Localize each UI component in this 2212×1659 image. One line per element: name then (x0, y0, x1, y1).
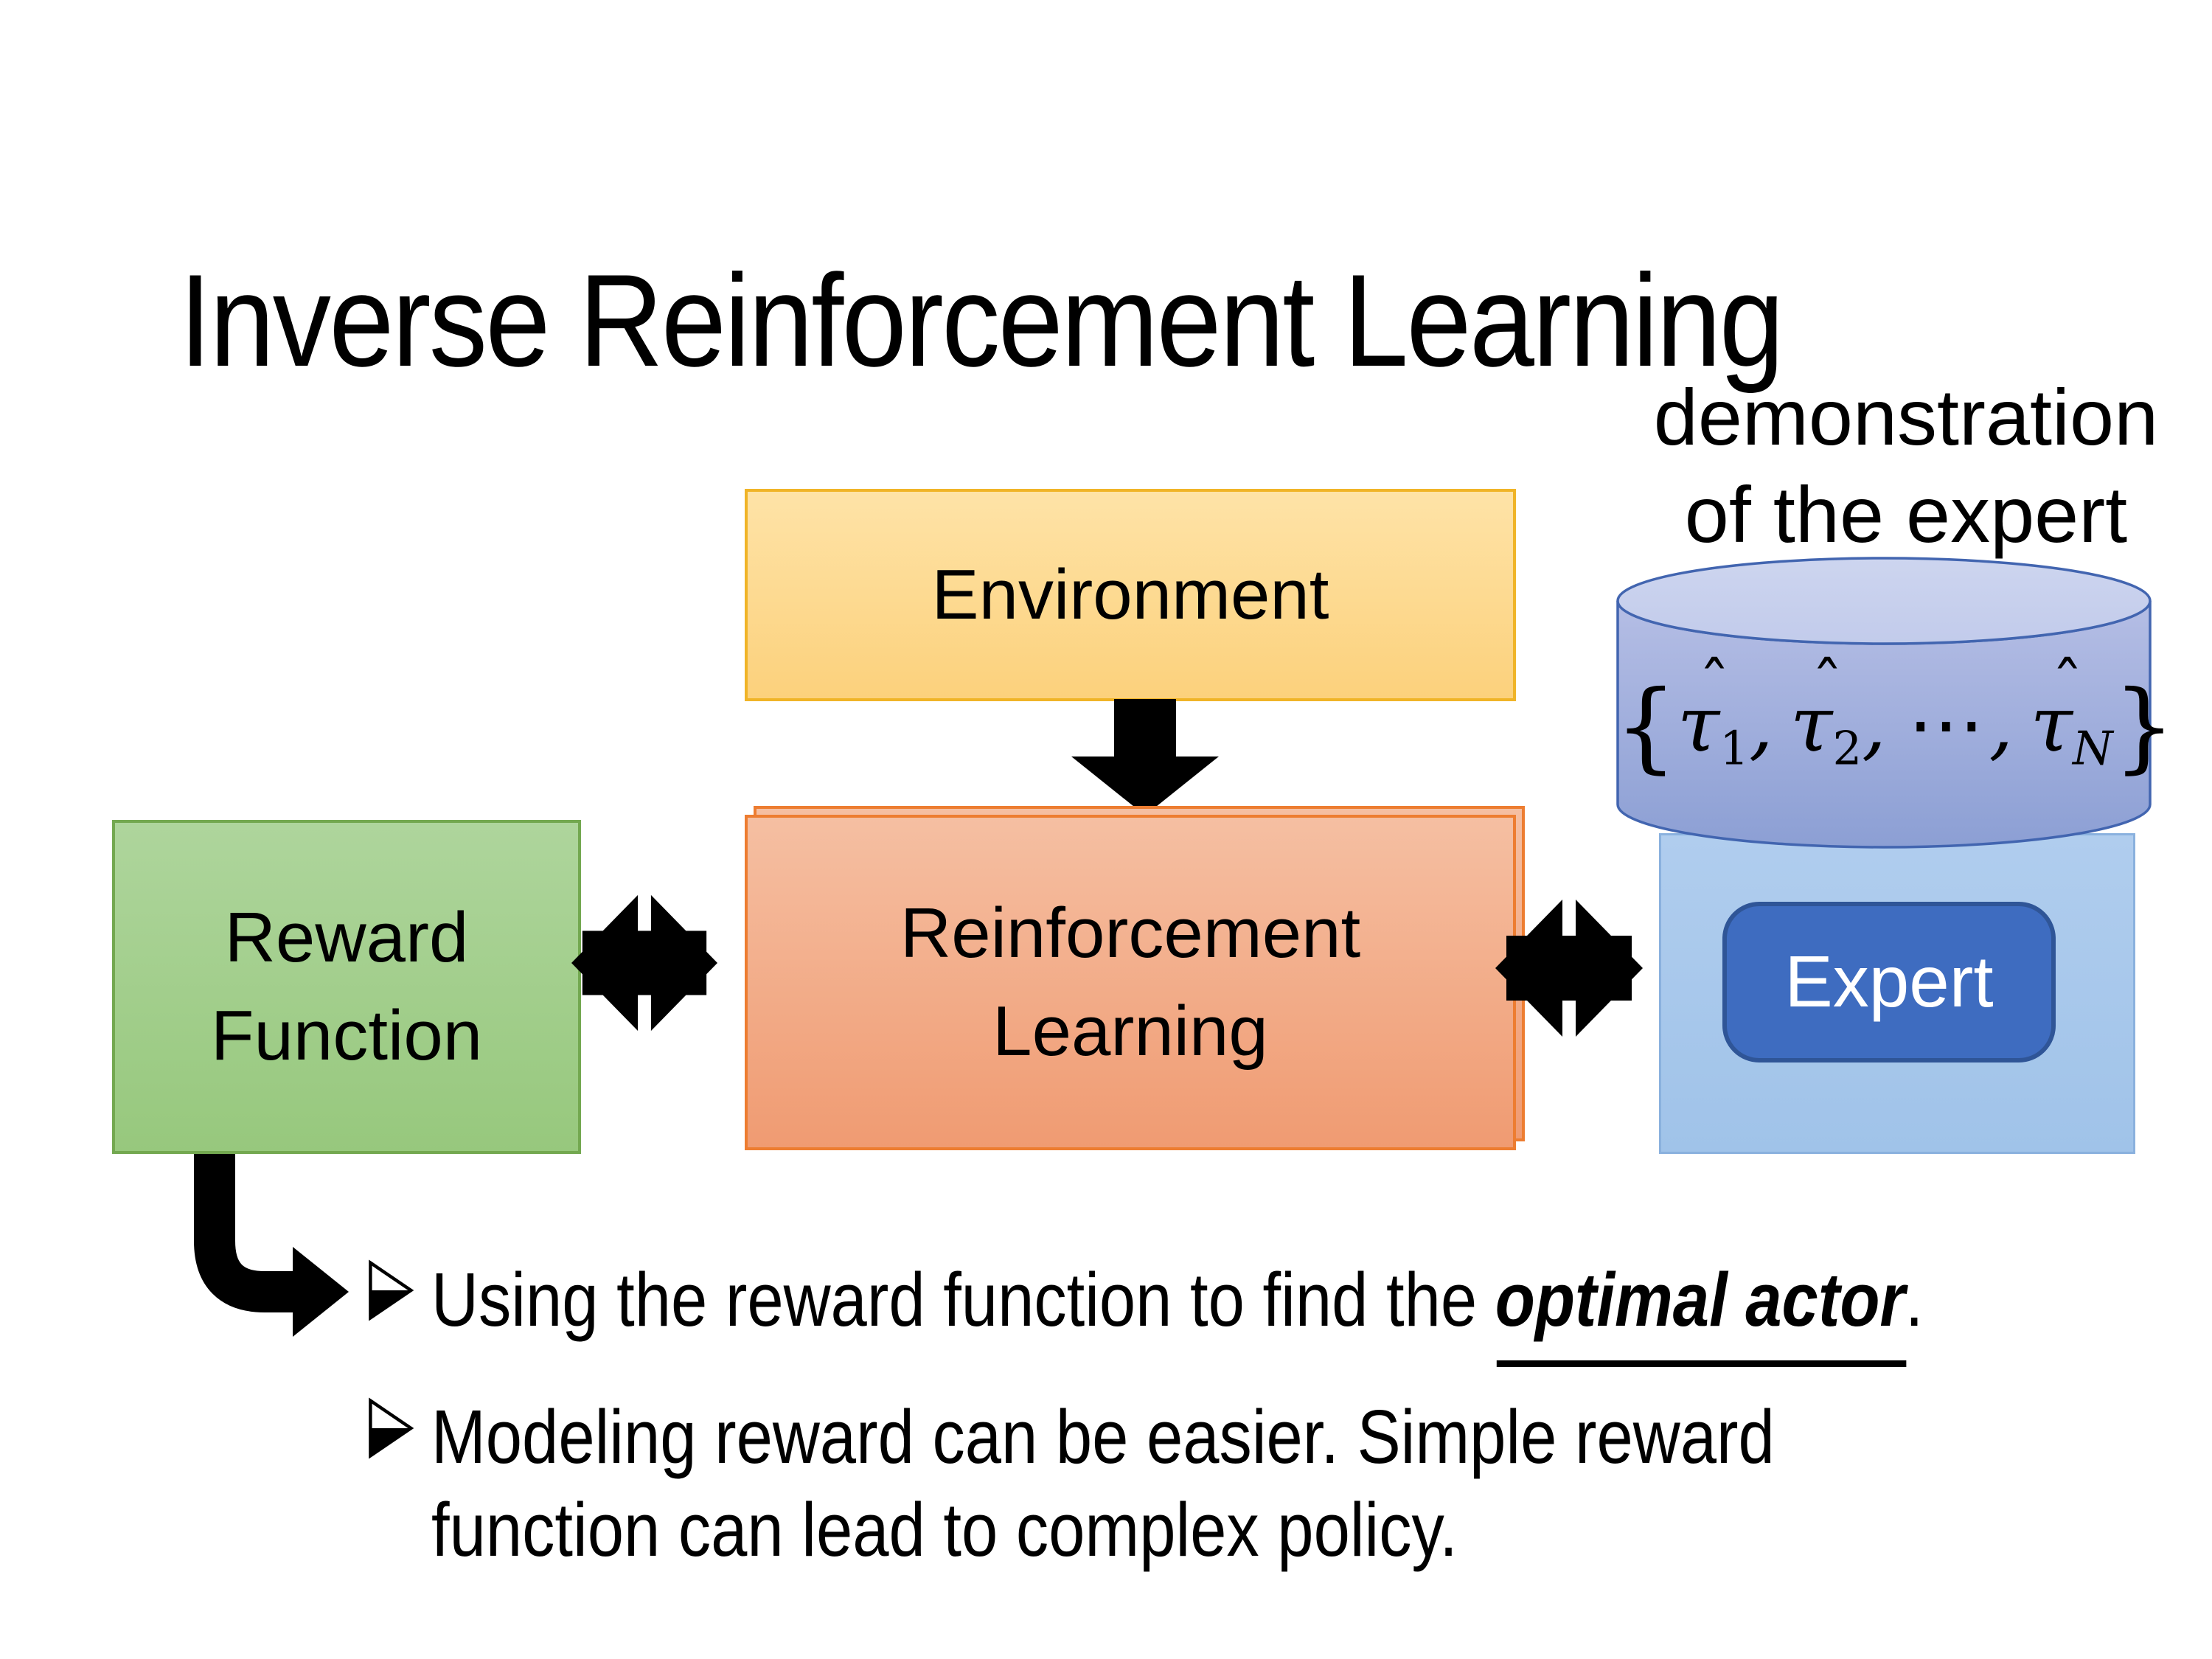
demonstration-caption-line2: of the expert (1684, 469, 2128, 559)
formula-close-brace: } (2112, 669, 2176, 784)
database-cylinder-icon (1616, 557, 2152, 849)
double-arrow-icon (571, 894, 717, 1032)
environment-box: Environment (745, 489, 1516, 701)
reward-function-box: Reward Function (112, 820, 581, 1154)
bullet-item-2: Modeling reward can be easier. Simple re… (431, 1391, 1775, 1576)
formula-open-brace: { (1615, 669, 1677, 784)
reinforcement-learning-label-line2: Learning (992, 991, 1268, 1071)
arrow-bullet-icon (369, 1259, 414, 1321)
demonstration-caption-line1: demonstration (1653, 372, 2159, 462)
down-arrow-icon (1071, 699, 1219, 815)
bullet2-line1: Modeling reward can be easier. Simple re… (431, 1394, 1775, 1479)
double-arrow-icon (1495, 900, 1643, 1037)
elbow-arrow-icon (194, 1139, 349, 1337)
bullet1-prefix: Using the reward function to find the (431, 1257, 1495, 1342)
expert-label: Expert (1784, 941, 1994, 1023)
reward-function-label-line2: Function (210, 995, 483, 1075)
reward-function-label-line1: Reward (224, 898, 469, 978)
arrow-bullet-icon (369, 1397, 414, 1459)
formula-ellipsis: ⋯ (1907, 678, 1985, 769)
expert-panel: Expert (1659, 833, 2135, 1154)
bullet1-emphasis-optimal-actor: optimal actor (1495, 1257, 1905, 1342)
bullet-item-1: Using the reward function to find the op… (431, 1253, 1924, 1346)
expert-box: Expert (1722, 902, 2056, 1062)
reinforcement-learning-label-line1: Reinforcement (900, 894, 1361, 973)
bullet1-suffix: . (1905, 1257, 1924, 1342)
reinforcement-learning-box: Reinforcement Learning (745, 815, 1516, 1150)
environment-label: Environment (931, 554, 1329, 634)
demonstration-caption: demonstration of the expert (1626, 369, 2186, 563)
bullet2-line2: function can lead to complex policy. (431, 1486, 1458, 1572)
page-title: Inverse Reinforcement Learning (179, 247, 1784, 394)
